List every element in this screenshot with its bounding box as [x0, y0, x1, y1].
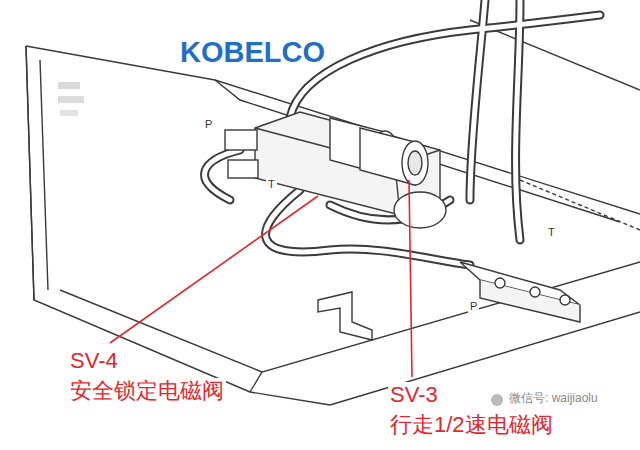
- fitting-manifold: [460, 262, 580, 322]
- port-label: T: [546, 226, 557, 239]
- shade-mark: [58, 82, 80, 89]
- port-label: P: [468, 300, 479, 313]
- leader-line: [110, 180, 412, 377]
- watermark-icon: [491, 394, 503, 406]
- valve-code: SV-3: [388, 382, 440, 407]
- valve-name: 行走1/2速电磁阀: [388, 412, 555, 437]
- brand-logo: KOBELCO: [178, 36, 327, 69]
- shade-mark: [58, 96, 84, 103]
- valve-code: SV-4: [68, 348, 120, 373]
- valve-name: 安全锁定电磁阀: [68, 378, 226, 403]
- frame-outline: [26, 20, 640, 405]
- solenoid-valve-block: [225, 112, 446, 228]
- watermark: 微信号: waijiaolu: [507, 392, 600, 406]
- port-label: P: [203, 118, 214, 131]
- mount-bracket: [318, 292, 372, 340]
- shade-mark: [60, 110, 78, 116]
- port-label: T: [266, 178, 277, 191]
